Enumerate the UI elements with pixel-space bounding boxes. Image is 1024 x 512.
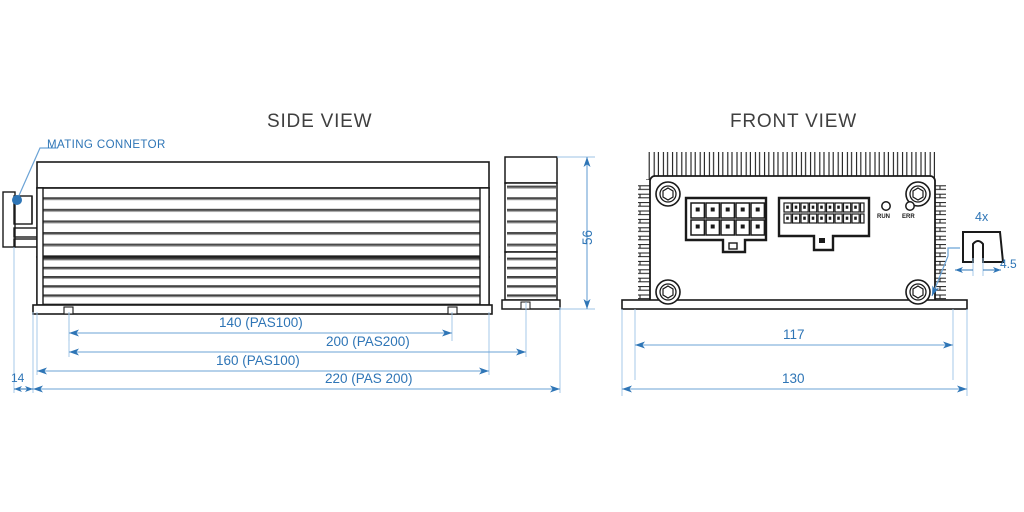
- front-view-group: [621, 152, 1005, 396]
- connector-10pin: [684, 196, 768, 254]
- led-run-label: RUN: [877, 214, 890, 220]
- dimension-label-56: 56: [580, 229, 595, 245]
- side-view-end-section: [501, 156, 561, 310]
- dimension-label-14: 14: [11, 371, 25, 385]
- mounting-screw-bottom-left: [655, 279, 681, 305]
- mounting-slot-detail: [931, 231, 1005, 297]
- dimension-label-160: 160 (PAS100): [216, 353, 300, 368]
- mounting-screw-top-left: [655, 181, 681, 207]
- side-view-group: [2, 147, 595, 393]
- dimension-label-130: 130: [782, 371, 805, 386]
- side-view-body: [32, 161, 493, 315]
- mating-connector-label: MATING CONNETOR: [47, 139, 166, 151]
- led-err-label: ERR: [902, 214, 915, 220]
- side-view-title: SIDE VIEW: [267, 111, 373, 132]
- connector-20pin: [777, 196, 871, 252]
- mating-connector-leader-dot: [12, 195, 22, 205]
- front-view-title: FRONT VIEW: [730, 111, 857, 132]
- dimension-label-200: 200 (PAS200): [326, 334, 410, 349]
- status-leds: [881, 201, 915, 211]
- mating-connector-leader: [16, 147, 58, 201]
- quantity-callout-4x: 4x: [975, 210, 989, 224]
- led-err-indicator: [905, 201, 915, 211]
- mounting-slot-leader: [931, 247, 960, 297]
- front-view-mounting-screws: [655, 181, 931, 305]
- dimension-label-117: 117: [783, 327, 805, 342]
- dimension-label-4.5: 4.5: [1000, 257, 1017, 271]
- front-view-dimension-lines: [621, 309, 968, 396]
- dimension-label-220: 220 (PAS 200): [325, 371, 413, 386]
- led-run-indicator: [881, 201, 891, 211]
- mounting-screw-bottom-right: [905, 279, 931, 305]
- dimension-label-140: 140 (PAS100): [219, 315, 303, 330]
- mounting-screw-top-right: [905, 181, 931, 207]
